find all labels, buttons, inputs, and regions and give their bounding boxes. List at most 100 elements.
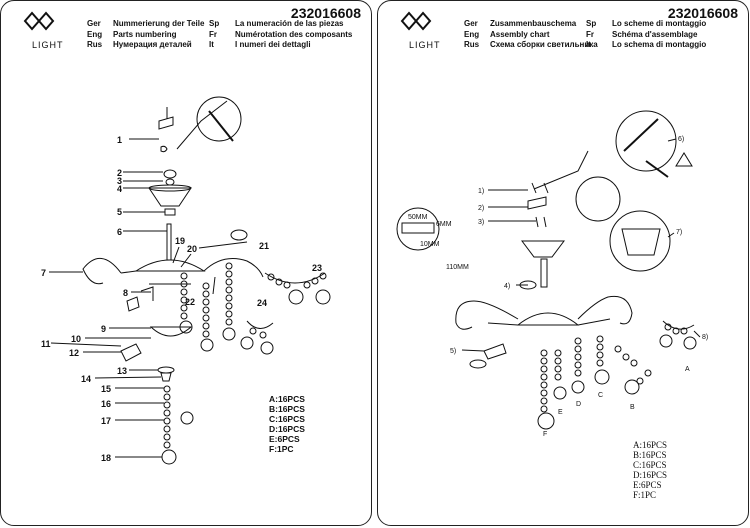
part-number: 21 [259, 241, 269, 251]
center-rod [166, 223, 172, 261]
pendant-crystal [571, 380, 585, 394]
quantity-legend: A:16PCS B:16PCS C:16PCS D:16PCS E:6PCS F… [269, 394, 305, 454]
legend-item: A:16PCS [633, 440, 668, 450]
pendant-crystal [594, 369, 610, 385]
pendant-crystal [659, 334, 673, 348]
pendant-letter: C [598, 392, 603, 399]
pendant-crystal [180, 411, 194, 425]
logo-text: LIGHT [409, 40, 441, 50]
part-number: 9 [101, 324, 106, 334]
canopy-detail-circle [609, 210, 671, 272]
wiring-detail-circle [615, 110, 677, 172]
quantity-legend: A:16PCS B:16PCS C:16PCS D:16PCS E:6PCS F… [633, 440, 667, 500]
pendant-letter: D [576, 401, 581, 408]
right-arm [577, 295, 633, 325]
dimension-labels: 50MM 6MM 10MM 110MM [408, 214, 469, 271]
part-number-labels: 1 2 3 4 5 6 7 8 9 10 11 12 13 14 15 16 1… [41, 135, 322, 463]
bead-chain-right [179, 262, 236, 352]
pendant-letter: F [543, 431, 547, 438]
part-number: 22 [185, 297, 195, 307]
canopy [521, 240, 565, 258]
exploded-parts-drawing: 1 2 3 4 5 6 7 8 9 10 11 12 13 14 15 16 1… [41, 96, 331, 465]
pendant-crystal [161, 449, 177, 465]
legend-item: F:1PC [633, 490, 657, 500]
step-number: 7) [676, 229, 682, 236]
glass-bowl [149, 326, 193, 337]
mounting-bracket [158, 116, 174, 130]
pendant-crystal [537, 412, 555, 430]
pendant-crystal [624, 379, 640, 395]
pendant-crystal [683, 336, 697, 350]
part-number: 24 [257, 298, 267, 308]
dimension-label: 110MM [446, 264, 469, 271]
dimension-label: 6MM [436, 221, 452, 228]
pendant-letter: E [558, 409, 563, 416]
bulb [120, 343, 142, 362]
part-number: 1 [117, 135, 122, 145]
legend-item: E:6PCS [633, 480, 662, 490]
bulb [483, 343, 507, 360]
product-code: 232016608 [290, 5, 361, 21]
part-number: 15 [101, 384, 111, 394]
legend-item: D:16PCS [269, 424, 305, 434]
pendant-letter: B [630, 404, 635, 411]
part-number: 5 [117, 207, 122, 217]
step-number: 3) [478, 219, 484, 226]
legend-item: A:16PCS [269, 394, 305, 404]
part-number: 7 [41, 268, 46, 278]
rod-detail-circle [396, 207, 440, 251]
bead-swag [264, 272, 326, 284]
part-number: 3 [117, 176, 122, 186]
legend-item: D:16PCS [633, 470, 668, 480]
screw-part [160, 145, 168, 153]
part-number: 16 [101, 399, 111, 409]
canopy [148, 187, 192, 207]
step-number: 8) [702, 334, 708, 341]
warning-icon [675, 152, 693, 167]
part-number: 14 [81, 374, 91, 384]
step-number: 5) [450, 348, 456, 355]
pendant-crystal [260, 341, 274, 355]
left-arm [82, 258, 137, 285]
step-number: 1) [478, 188, 484, 195]
central-body [516, 312, 580, 326]
part-number: 6 [117, 227, 122, 237]
assembly-drawing: 1) 2) 3) 4) 5) 6) 7) 8) 50MM 6MM 10MM 11… [396, 110, 708, 438]
step-number-labels: 1) 2) 3) 4) 5) 6) 7) 8) [450, 136, 708, 355]
part-number: 12 [69, 348, 79, 358]
legend-item: F:1PC [269, 444, 294, 454]
right-arm [203, 258, 264, 278]
legend-item: B:16PCS [633, 450, 667, 460]
part-number: 11 [41, 339, 51, 349]
pendant-crystal [288, 289, 304, 305]
bead-chains [537, 335, 652, 430]
step-number: 6) [678, 136, 684, 143]
wiring-detail-circle [196, 96, 242, 142]
part-number: 13 [117, 366, 127, 376]
legend-item: C:16PCS [269, 414, 305, 424]
step-number: 2) [478, 205, 484, 212]
part-number: 4 [117, 184, 122, 194]
pendant-crystal [240, 336, 254, 350]
logo-text: LIGHT [32, 40, 64, 50]
pendant-crystal [553, 386, 567, 400]
logo-diamonds-icon [23, 11, 55, 31]
central-body [134, 259, 206, 272]
part-number: 2 [117, 168, 122, 178]
step-number: 4) [504, 283, 510, 290]
